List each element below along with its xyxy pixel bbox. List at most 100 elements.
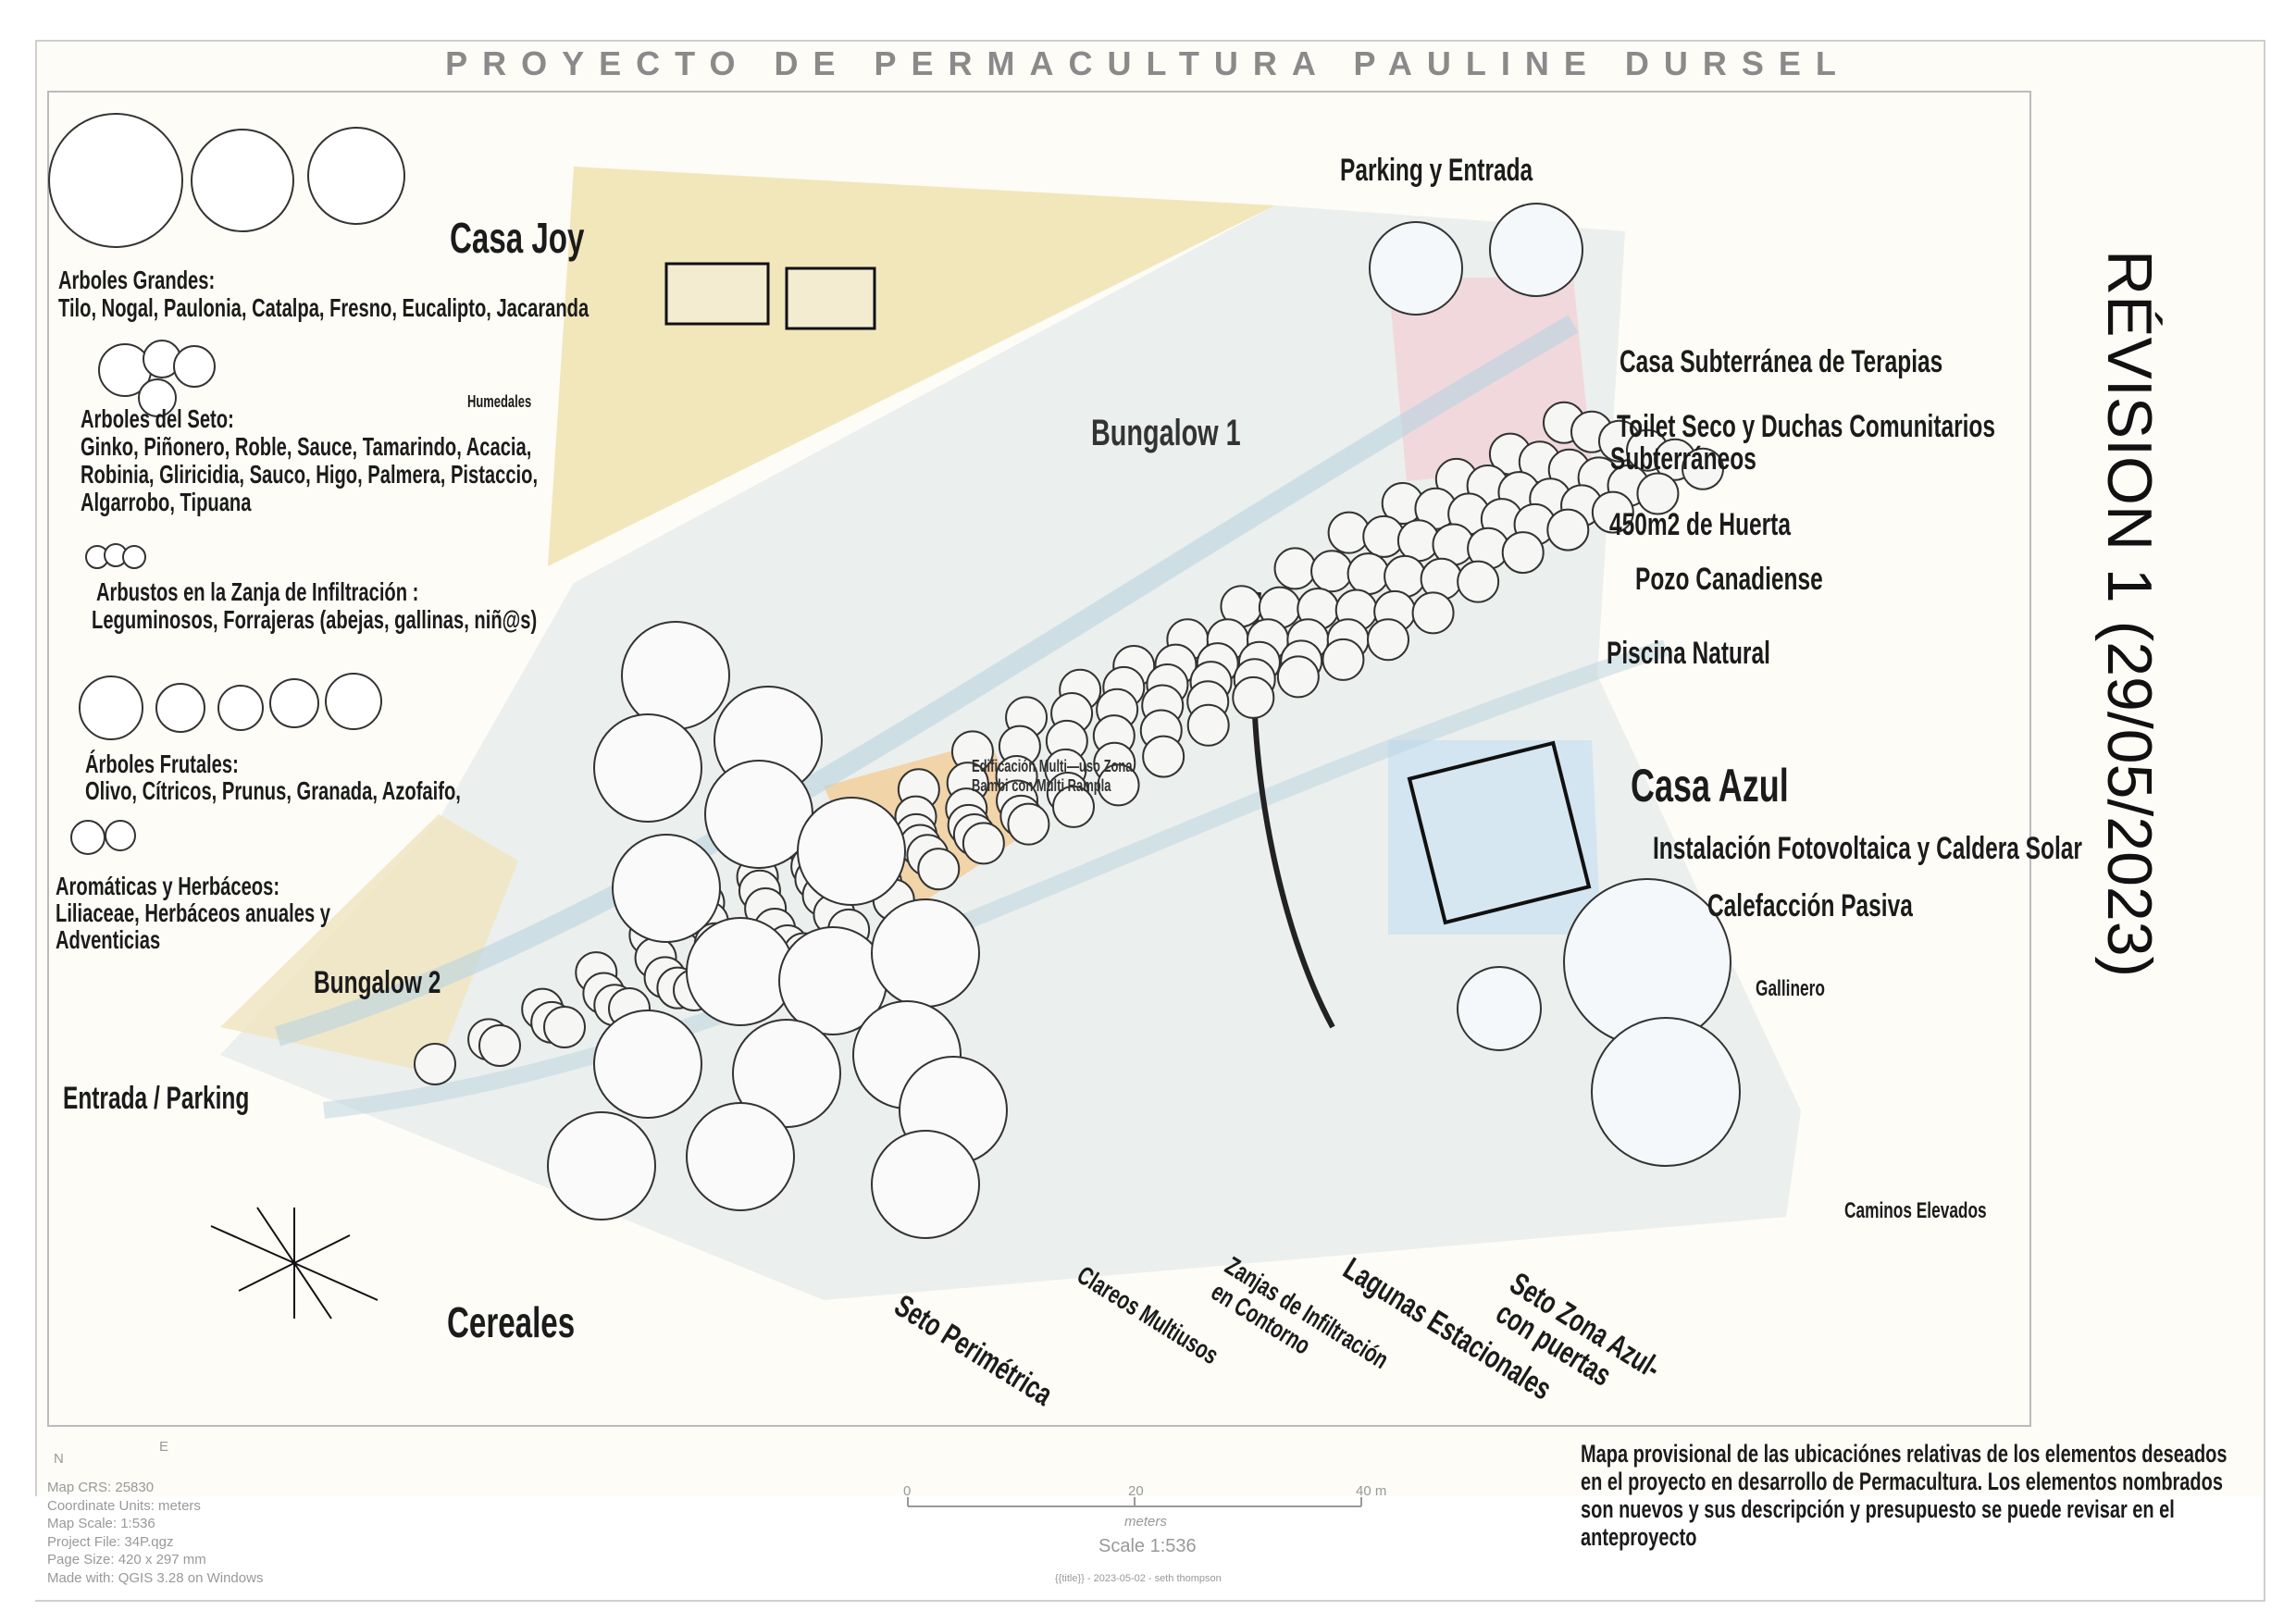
legend-tree-symbol: [307, 127, 405, 225]
map-tree: [1232, 675, 1275, 719]
large-tree: [612, 834, 721, 943]
meta-line: Map Scale: 1:536: [47, 1516, 155, 1531]
map-tree: [1276, 655, 1320, 699]
scale-ratio: Scale 1:536: [1098, 1536, 1197, 1556]
legend-fruit-symbol: [325, 673, 382, 730]
label-piscina: Piscina Natural: [1607, 636, 1770, 671]
map-tree: [1322, 638, 1365, 681]
large-tree: [547, 1111, 656, 1220]
legend-fruit-items: Olivo, Cítricos, Prunus, Granada, Azofai…: [85, 776, 461, 805]
label-bungalow-2: Bungalow 2: [314, 965, 441, 1000]
map-tree: [1273, 547, 1317, 590]
map-tree: [543, 1006, 586, 1048]
map-tree: [1347, 552, 1390, 596]
map-tree: [962, 822, 1005, 865]
page-title: PROYECTO DE PERMACULTURA PAULINE DURSEL: [445, 44, 1851, 82]
label-parking-entrada: Parking y Entrada: [1340, 153, 1533, 188]
meta-line: Map CRS: 25830: [47, 1480, 155, 1495]
legend-herb-symbol: [105, 820, 136, 851]
legend-shrubs-heading: Arbustos en la Zanja de Infiltración :: [96, 577, 419, 606]
label-humedales: Humedales: [467, 392, 532, 411]
casa-joy-building: [664, 262, 770, 326]
map-tree: [478, 1024, 521, 1067]
large-tree: [621, 621, 730, 730]
label-edificacion: Edificación Multi—uso Zona: [972, 757, 1133, 775]
legend-tree-symbol: [48, 113, 183, 248]
scale-tick-40: 40 m: [1356, 1483, 1387, 1499]
casa-joy-annex: [785, 266, 876, 330]
label-edificacion: Bambi con Multi Rampla: [972, 776, 1111, 795]
map-tree: [1682, 447, 1724, 490]
map-tree: [1367, 618, 1409, 662]
legend-hedge-line: Ginko, Piñonero, Roble, Sauce, Tamarindo…: [81, 432, 532, 461]
meta-line: Made with: QGIS 3.28 on Windows: [47, 1569, 264, 1586]
map-tree: [1310, 550, 1354, 593]
large-tree: [593, 1010, 702, 1119]
large-tree: [732, 1019, 841, 1128]
large-tree: [686, 1102, 795, 1211]
compass-n: N: [54, 1451, 64, 1467]
map-tree: [1097, 763, 1140, 807]
large-tree: [1457, 966, 1542, 1051]
legend-fruit-heading: Árboles Frutales:: [85, 750, 239, 778]
large-tree: [1591, 1017, 1741, 1167]
legend-tree-symbol: [191, 129, 294, 232]
map-tree: [414, 1043, 456, 1085]
large-tree: [1489, 203, 1583, 297]
map-tree: [1457, 560, 1500, 603]
large-tree: [704, 760, 813, 869]
large-tree: [871, 1130, 980, 1239]
label-calefaccion: Calefacción Pasiva: [1707, 888, 1913, 923]
scale-tick-0: 0: [903, 1483, 912, 1499]
legend-herbs-heading: Aromáticas y Herbáceos:: [56, 872, 280, 900]
label-gallinero: Gallinero: [1756, 976, 1825, 1001]
map-tree: [1142, 735, 1185, 778]
map-tree: [1186, 703, 1230, 747]
label-casa-subterranea: Casa Subterránea de Terapias: [1620, 344, 1943, 379]
label-casa-azul: Casa Azul: [1631, 760, 1789, 812]
legend-shrub-symbol: [122, 545, 146, 569]
legend-herbs-line: Adventicias: [56, 925, 161, 954]
map-tree: [1384, 554, 1427, 598]
map-frame: [47, 91, 2031, 1427]
map-description: Mapa provisional de las ubicaciónes rela…: [1581, 1440, 2228, 1551]
map-metadata: Map CRS: 25830 Coordinate Units: meters …: [47, 1479, 263, 1587]
label-huerta: 450m2 de Huerta: [1609, 507, 1791, 542]
label-pozo: Pozo Canadiense: [1635, 562, 1823, 597]
label-bungalow-1: Bungalow 1: [1091, 413, 1241, 453]
north-arrow: [210, 1207, 379, 1319]
map-tree: [1007, 802, 1050, 846]
map-tree: [1591, 490, 1634, 534]
large-tree: [686, 917, 795, 1026]
legend-herb-symbol: [70, 820, 105, 855]
legend-large-trees-items: Tilo, Nogal, Paulonia, Catalpa, Fresno, …: [58, 293, 590, 322]
scale-bar: [907, 1497, 1362, 1507]
map-tree: [917, 848, 961, 891]
map-tree: [1546, 508, 1590, 551]
legend-hedge-line: Robinia, Gliricidia, Sauco, Higo, Palmer…: [81, 460, 539, 489]
map-tree: [1636, 472, 1680, 515]
meta-line: Coordinate Units: meters: [47, 1497, 201, 1514]
casa-azul-building: [1407, 740, 1592, 925]
legend-fruit-symbol: [79, 675, 143, 740]
label-entrada-parking: Entrada / Parking: [63, 1081, 250, 1116]
label-cereales: Cereales: [447, 1298, 576, 1346]
revision-label: RÉVISION 1 (29/05/2023): [2094, 250, 2165, 978]
compass-e: E: [159, 1439, 169, 1455]
large-tree: [593, 713, 702, 823]
legend-hedge-symbol: [138, 378, 177, 417]
scale-tick-20: 20: [1128, 1483, 1144, 1499]
label-casa-joy: Casa Joy: [450, 214, 585, 262]
large-tree: [871, 898, 980, 1008]
label-caminos: Caminos Elevados: [1844, 1198, 1987, 1223]
legend-herbs-line: Liliaceae, Herbáceos anuales y: [56, 898, 330, 927]
legend-fruit-symbol: [217, 685, 264, 731]
legend-shrubs-items: Leguminosos, Forrajeras (abejas, gallina…: [92, 605, 538, 634]
legend-fruit-symbol: [155, 683, 205, 733]
map-tree: [1052, 785, 1095, 828]
large-tree: [797, 797, 906, 906]
map-tree: [1501, 531, 1545, 575]
map-tree: [1411, 591, 1455, 635]
legend-hedge-heading: Arboles del Seto:: [81, 404, 234, 433]
